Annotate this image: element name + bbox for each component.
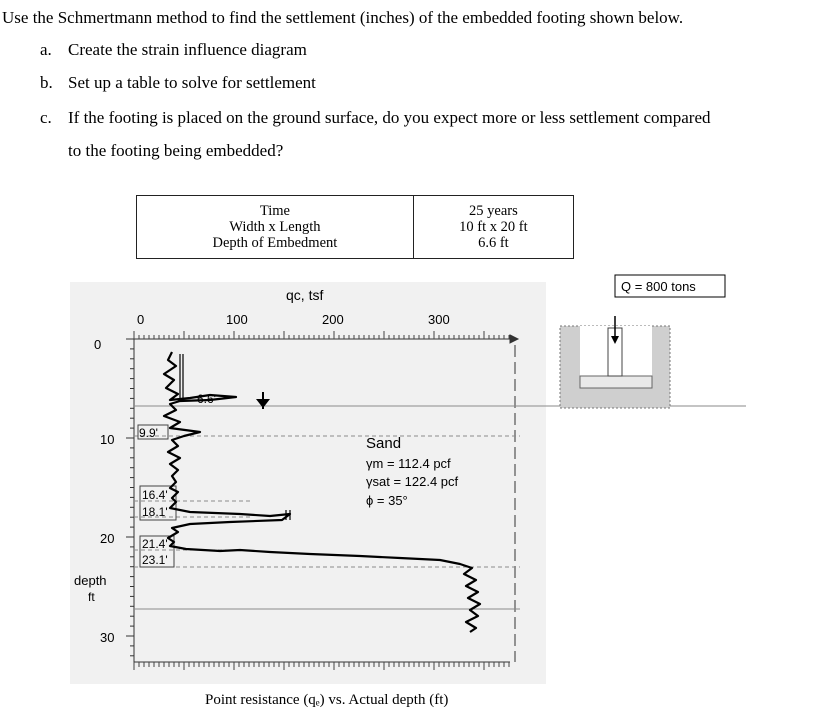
cpt-trace (162, 351, 482, 633)
table-row: Time Width x Length Depth of Embedment 2… (136, 195, 575, 259)
label-size: Width x Length (229, 219, 321, 235)
part-c-text: If the footing is placed on the ground s… (68, 108, 711, 127)
y-axis-label: depth (74, 573, 107, 588)
depth-mark-box (137, 424, 169, 440)
part-a: a. Create the strain influence diagram (40, 40, 307, 60)
x-tick-label: 100 (226, 312, 248, 327)
y-tick-label: 10 (100, 432, 114, 447)
water-table-icon (256, 392, 270, 409)
part-a-text: Create the strain influence diagram (68, 40, 307, 59)
footing-pad (579, 375, 653, 389)
figure-caption: Point resistance (qₑ) vs. Actual depth (… (205, 692, 449, 708)
part-c-continued: to the footing being embedded? (68, 141, 284, 160)
soil-properties: Sand γm = 112.4 pcf γsat = 122.4 pcf ϕ =… (366, 435, 459, 508)
part-a-letter: a. (40, 40, 52, 59)
soil-gamma-sat: γsat = 122.4 pcf (366, 474, 459, 489)
value-size: 10 ft x 20 ft (459, 219, 528, 235)
label-embedment: Depth of Embedment (212, 235, 338, 251)
soil-gamma-m: γm = 112.4 pcf (366, 456, 451, 471)
trace-tick-marks (179, 354, 291, 520)
y-tick-label: 20 (100, 531, 114, 546)
param-values-cell: 25 years 10 ft x 20 ft 6.6 ft (412, 195, 575, 259)
depth-mark: 21.4' (142, 537, 168, 551)
question-text: Use the Schmertmann method to find the s… (2, 8, 684, 27)
part-c: c. If the footing is placed on the ground… (40, 108, 711, 128)
cpt-figure: qc, tsf 0 100 200 300 0 10 20 30 depth f… (70, 274, 746, 684)
parameters-table: Time Width x Length Depth of Embedment 2… (136, 195, 575, 259)
depth-mark: 9.9' (139, 426, 158, 440)
plot-background (70, 282, 546, 684)
bottom-axis-ticks (133, 662, 510, 670)
x-axis-minor-ticks (133, 331, 510, 339)
part-b: b. Set up a table to solve for settlement (40, 73, 316, 93)
part-b-text: Set up a table to solve for settlement (68, 73, 316, 92)
soil-phi: ϕ = 35° (366, 493, 408, 508)
value-time: 25 years (469, 203, 518, 219)
soil-name: Sand (366, 435, 401, 452)
x-tick-label: 0 (137, 312, 144, 327)
depth-mark-box (139, 535, 175, 568)
part-c-letter: c. (40, 108, 52, 127)
x-axis (134, 334, 520, 344)
y-axis-unit: ft (88, 590, 95, 604)
depth-mark: 23.1' (142, 553, 168, 567)
depth-mark: 18.1' (142, 505, 168, 519)
value-embedment: 6.6 ft (478, 235, 509, 251)
load-label-box (614, 274, 726, 298)
param-labels-cell: Time Width x Length Depth of Embedment (136, 195, 414, 259)
x-tick-label: 300 (428, 312, 450, 327)
load-label: Q = 800 tons (621, 279, 696, 294)
label-time: Time (259, 203, 290, 219)
x-tick-label: 200 (322, 312, 344, 327)
part-b-letter: b. (40, 73, 53, 92)
axis-title: qc, tsf (286, 287, 323, 303)
footing-sketch: Q = 800 tons (559, 274, 726, 409)
y-tick-label: 0 (94, 337, 101, 352)
load-arrowhead (611, 336, 619, 344)
y-tick-label: 30 (100, 630, 114, 645)
depth-mark: 16.4' (142, 488, 168, 502)
depth-marks: 6.6' 9.9' 16.4' 18.1' 21.4' 23.1' (137, 392, 216, 568)
y-axis-ticks (126, 338, 134, 657)
